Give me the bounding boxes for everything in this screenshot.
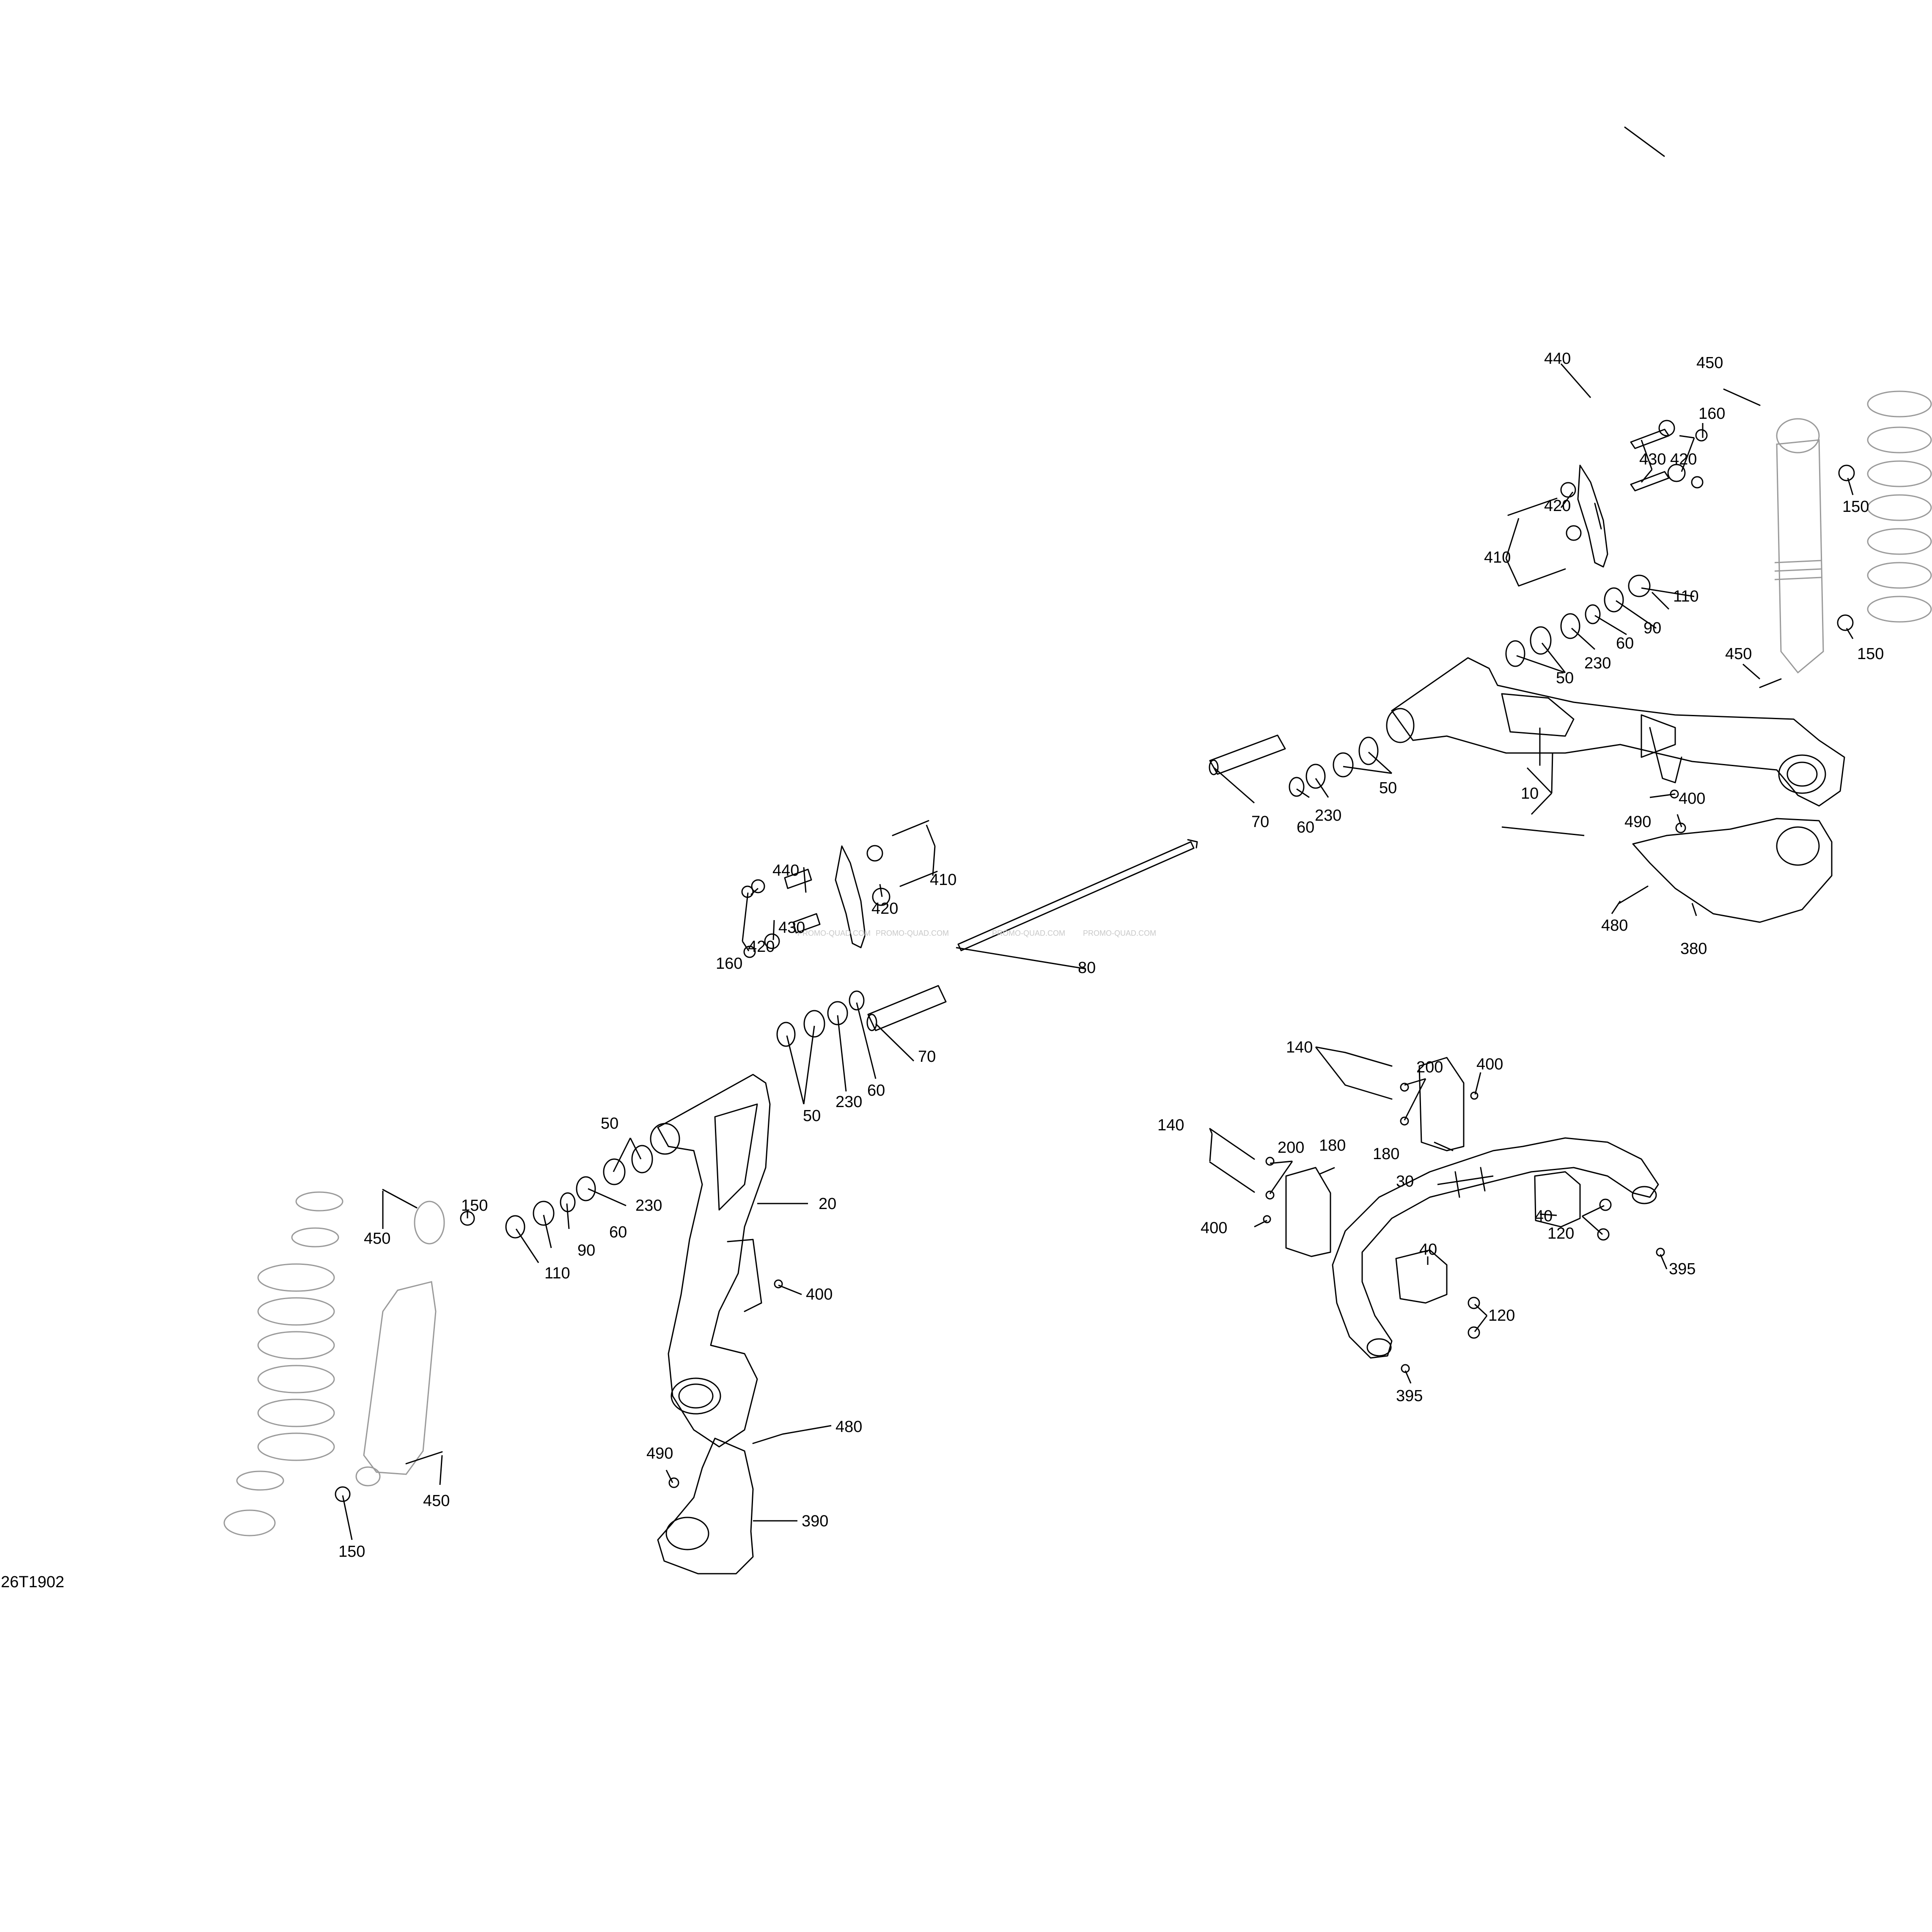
callout-200: 200 <box>1278 1139 1304 1157</box>
callout-160: 160 <box>1698 405 1725 423</box>
screws-400-arms <box>774 1279 783 1289</box>
callout-395: 395 <box>1396 1387 1423 1405</box>
callout-90: 90 <box>577 1242 595 1259</box>
callout-230: 230 <box>1584 654 1611 672</box>
callout-40: 40 <box>1419 1241 1437 1259</box>
shock-absorber-left <box>355 1201 445 1487</box>
bolts-450-150-left <box>335 1189 475 1502</box>
tube-70-mid <box>866 985 947 1031</box>
callout-440: 440 <box>772 862 799 879</box>
callout-70: 70 <box>918 1048 936 1066</box>
brackets-180 <box>1285 1057 1465 1257</box>
callout-230: 230 <box>835 1093 862 1111</box>
callout-480: 480 <box>1601 917 1628 934</box>
callouts: 450 440 430 420 160 420 410 150 110 90 6… <box>1 350 1884 1591</box>
shock-absorber-right <box>1774 418 1824 674</box>
callout-150: 150 <box>1842 498 1869 516</box>
callout-450: 450 <box>364 1230 390 1248</box>
bracket-440-top <box>1507 420 1708 587</box>
callout-400: 400 <box>1476 1055 1503 1073</box>
watermark-text: PROMO-QUAD.COM <box>1083 929 1156 937</box>
callout-420: 420 <box>748 938 775 956</box>
a-arm-10 <box>1386 657 1845 807</box>
leaders <box>342 363 1854 1540</box>
callout-10: 10 <box>1521 785 1539 802</box>
callout-110: 110 <box>544 1264 570 1282</box>
callout-140: 140 <box>1286 1039 1313 1056</box>
bracket-440-mid <box>741 820 938 958</box>
callout-60: 60 <box>1616 635 1634 652</box>
callout-80: 80 <box>1078 959 1096 977</box>
callout-180: 180 <box>1319 1137 1346 1154</box>
callout-395: 395 <box>1669 1260 1696 1278</box>
callout-480: 480 <box>835 1418 862 1436</box>
callout-20: 20 <box>819 1195 836 1213</box>
callout-150: 150 <box>1857 645 1884 663</box>
callout-410: 410 <box>1484 549 1511 566</box>
coil-spring-right <box>1867 390 1932 623</box>
callout-70: 70 <box>1251 813 1269 831</box>
callout-420: 420 <box>1544 497 1571 515</box>
bolts-480-490-top <box>1619 789 1686 904</box>
nuts-120-395 <box>1401 1198 1665 1373</box>
callout-390: 390 <box>802 1512 828 1530</box>
callout-420: 420 <box>871 900 898 918</box>
callout-440: 440 <box>1544 350 1571 368</box>
callout-230: 230 <box>635 1197 662 1215</box>
callout-60: 60 <box>867 1082 885 1099</box>
leader-lines <box>1624 126 1665 157</box>
callout-150: 150 <box>338 1543 365 1561</box>
watermark-text: PROMO-QUAD.COM <box>876 929 949 937</box>
callout-450: 450 <box>1696 354 1723 372</box>
callout-50: 50 <box>1556 669 1574 687</box>
callout-180: 180 <box>1373 1145 1399 1163</box>
callout-380: 380 <box>1680 940 1707 958</box>
callout-120: 120 <box>1488 1307 1515 1325</box>
coil-spring-left <box>223 1191 344 1536</box>
callout-40: 40 <box>1535 1207 1553 1225</box>
callout-430: 430 <box>1639 451 1666 468</box>
callout-160: 160 <box>716 955 742 973</box>
callout-90: 90 <box>1643 619 1661 637</box>
callout-400: 400 <box>806 1286 833 1303</box>
callout-230: 230 <box>1315 807 1341 824</box>
nut-150-right <box>1723 388 1855 688</box>
callout-450: 450 <box>1725 645 1752 663</box>
callout-110: 110 <box>1673 588 1699 605</box>
callout-50: 50 <box>601 1115 618 1132</box>
callout-400: 400 <box>1201 1219 1227 1237</box>
callout-490: 490 <box>646 1445 673 1462</box>
callout-60: 60 <box>609 1223 627 1241</box>
callout-420: 420 <box>1670 451 1697 468</box>
callout-140: 140 <box>1157 1116 1184 1134</box>
bushing-stack-top <box>1505 574 1651 667</box>
callout-410: 410 <box>930 871 956 889</box>
callout-450: 450 <box>423 1492 450 1510</box>
callout-60: 60 <box>1297 819 1314 836</box>
callout-50: 50 <box>1379 779 1397 797</box>
watermark-text: PROMO-QUAD.COM <box>992 929 1065 937</box>
callout-400: 400 <box>1679 790 1705 808</box>
callout-120: 120 <box>1547 1225 1574 1242</box>
callout-50: 50 <box>803 1107 821 1125</box>
a-arm-20 <box>650 1074 771 1448</box>
callout-430: 430 <box>778 919 805 937</box>
bushing-stack-low <box>776 990 865 1047</box>
guard-380 <box>1632 818 1833 923</box>
tube-70-top <box>1209 734 1286 775</box>
bushing-40 <box>1395 1171 1581 1304</box>
guard-390 <box>657 1433 783 1575</box>
drawing-id: 26T1902 <box>1 1573 64 1591</box>
callout-30: 30 <box>1396 1173 1414 1190</box>
bolts-140 <box>1209 1052 1479 1223</box>
callout-200: 200 <box>1416 1058 1443 1076</box>
callout-150: 150 <box>461 1197 488 1215</box>
sway-bar-30 <box>1332 1137 1659 1359</box>
bushing-stack-mid <box>1289 737 1379 797</box>
callout-490: 490 <box>1624 813 1651 831</box>
bushing-stack-left <box>505 1145 653 1239</box>
watermark-text: PROMO-QUAD.COM <box>797 929 871 937</box>
